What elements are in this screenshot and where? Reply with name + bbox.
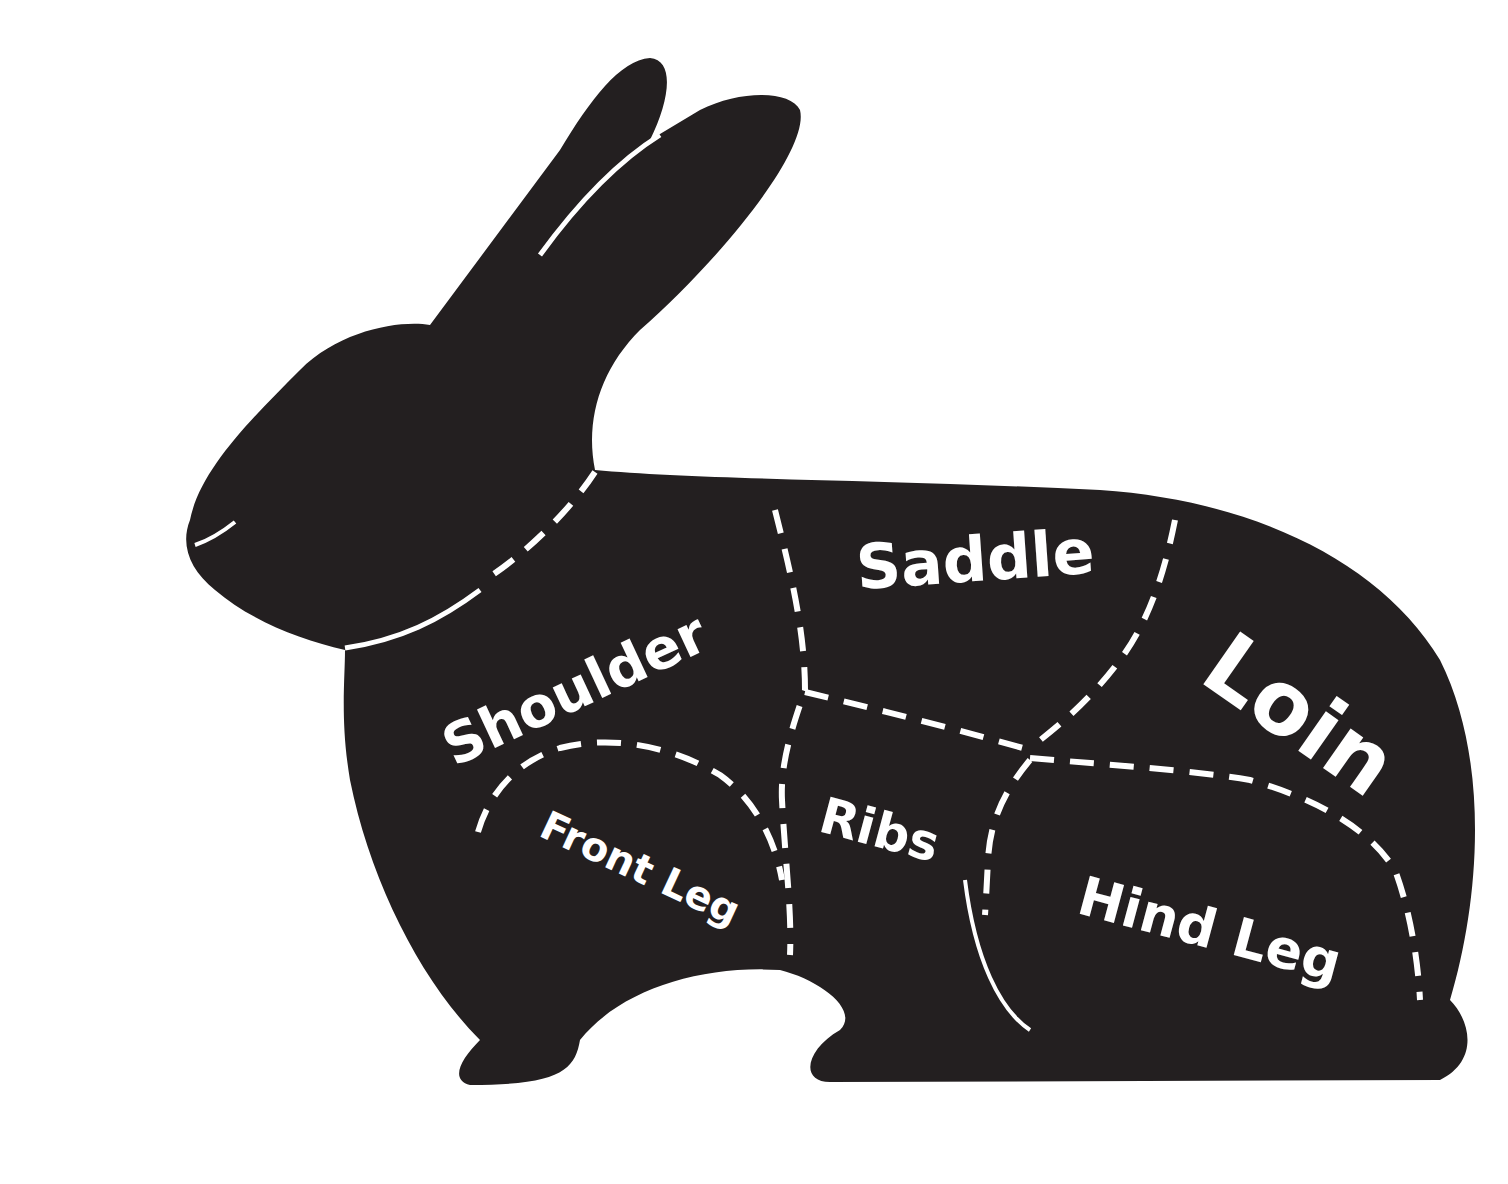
cut-line xyxy=(775,510,805,955)
rabbit-silhouette xyxy=(186,58,1475,1085)
mouth-line xyxy=(195,522,235,545)
cut-label: Saddle xyxy=(854,521,1096,599)
cut-line xyxy=(985,760,1030,915)
ear-line xyxy=(540,135,660,255)
cut-line xyxy=(805,692,1030,750)
cut-line xyxy=(488,472,595,578)
collar-line xyxy=(345,590,480,648)
thigh-line xyxy=(965,880,1030,1030)
